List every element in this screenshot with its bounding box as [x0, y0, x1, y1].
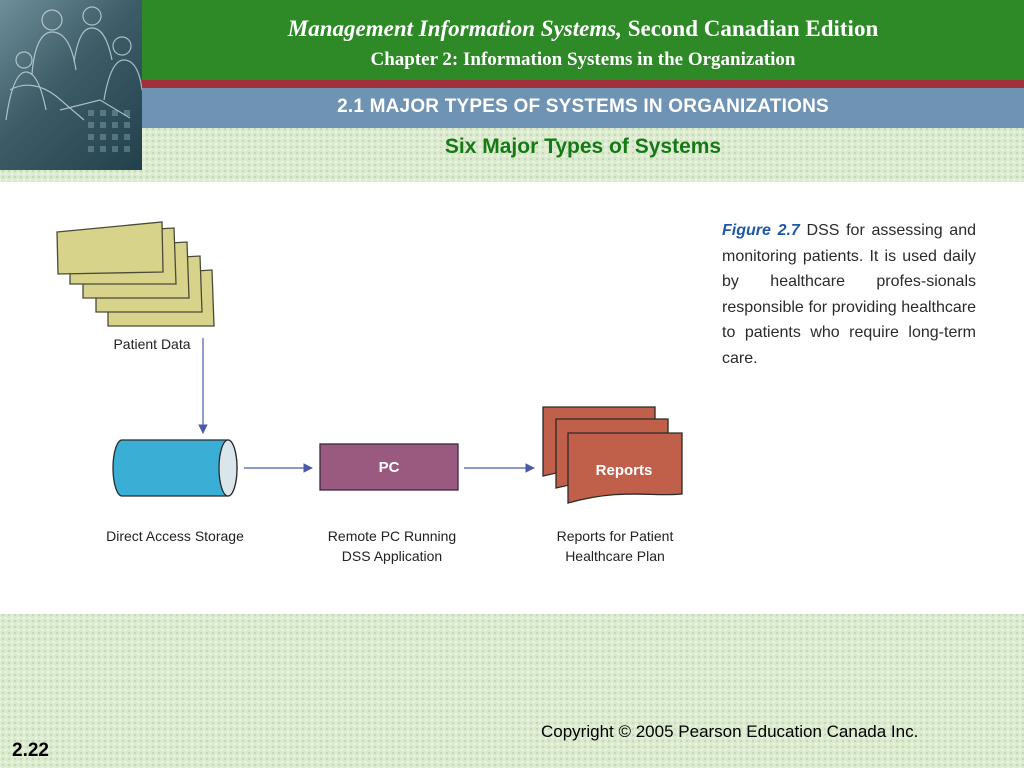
- figure-caption-text: DSS for assessing and monitoring patient…: [722, 222, 976, 367]
- copyright-notice: Copyright © 2005 Pearson Education Canad…: [541, 722, 919, 741]
- patient-data-documents-icon: [56, 221, 215, 327]
- slide-subtitle: Six Major Types of Systems: [444, 135, 722, 158]
- book-title-italic: Management Information Systems,: [287, 16, 622, 41]
- header-red-stripe: [142, 80, 1024, 88]
- header-green-band: [142, 0, 1024, 80]
- patient-data-label: Patient Data: [113, 336, 190, 352]
- reports-label-line1: Reports for Patient: [557, 528, 674, 544]
- pc-box-text: PC: [379, 459, 400, 476]
- chapter-title: Chapter 2: Information Systems in the Or…: [370, 49, 796, 70]
- figure-caption: Figure 2.7 DSS for assessing and monitor…: [722, 218, 976, 371]
- people-silhouette-image: [5, 6, 142, 152]
- reports-box-text: Reports: [596, 462, 653, 479]
- pc-label-line2: DSS Application: [342, 548, 442, 564]
- header-photo: [0, 0, 142, 170]
- storage-label: Direct Access Storage: [106, 528, 244, 544]
- figure-number: Figure 2.7: [722, 222, 800, 239]
- header-blue-band: [142, 88, 1024, 128]
- storage-cylinder-icon: [112, 439, 238, 497]
- reports-documents-icon: [542, 406, 683, 504]
- reports-label-line2: Healthcare Plan: [565, 548, 665, 564]
- slide-number: 2.22: [12, 740, 49, 761]
- pc-label-line1: Remote PC Running: [328, 528, 456, 544]
- book-title: Management Information Systems, Second C…: [142, 16, 1024, 42]
- pc-box: [319, 443, 459, 491]
- section-title: 2.1 MAJOR TYPES OF SYSTEMS IN ORGANIZATI…: [337, 96, 829, 117]
- book-title-edition: Second Canadian Edition: [621, 16, 879, 41]
